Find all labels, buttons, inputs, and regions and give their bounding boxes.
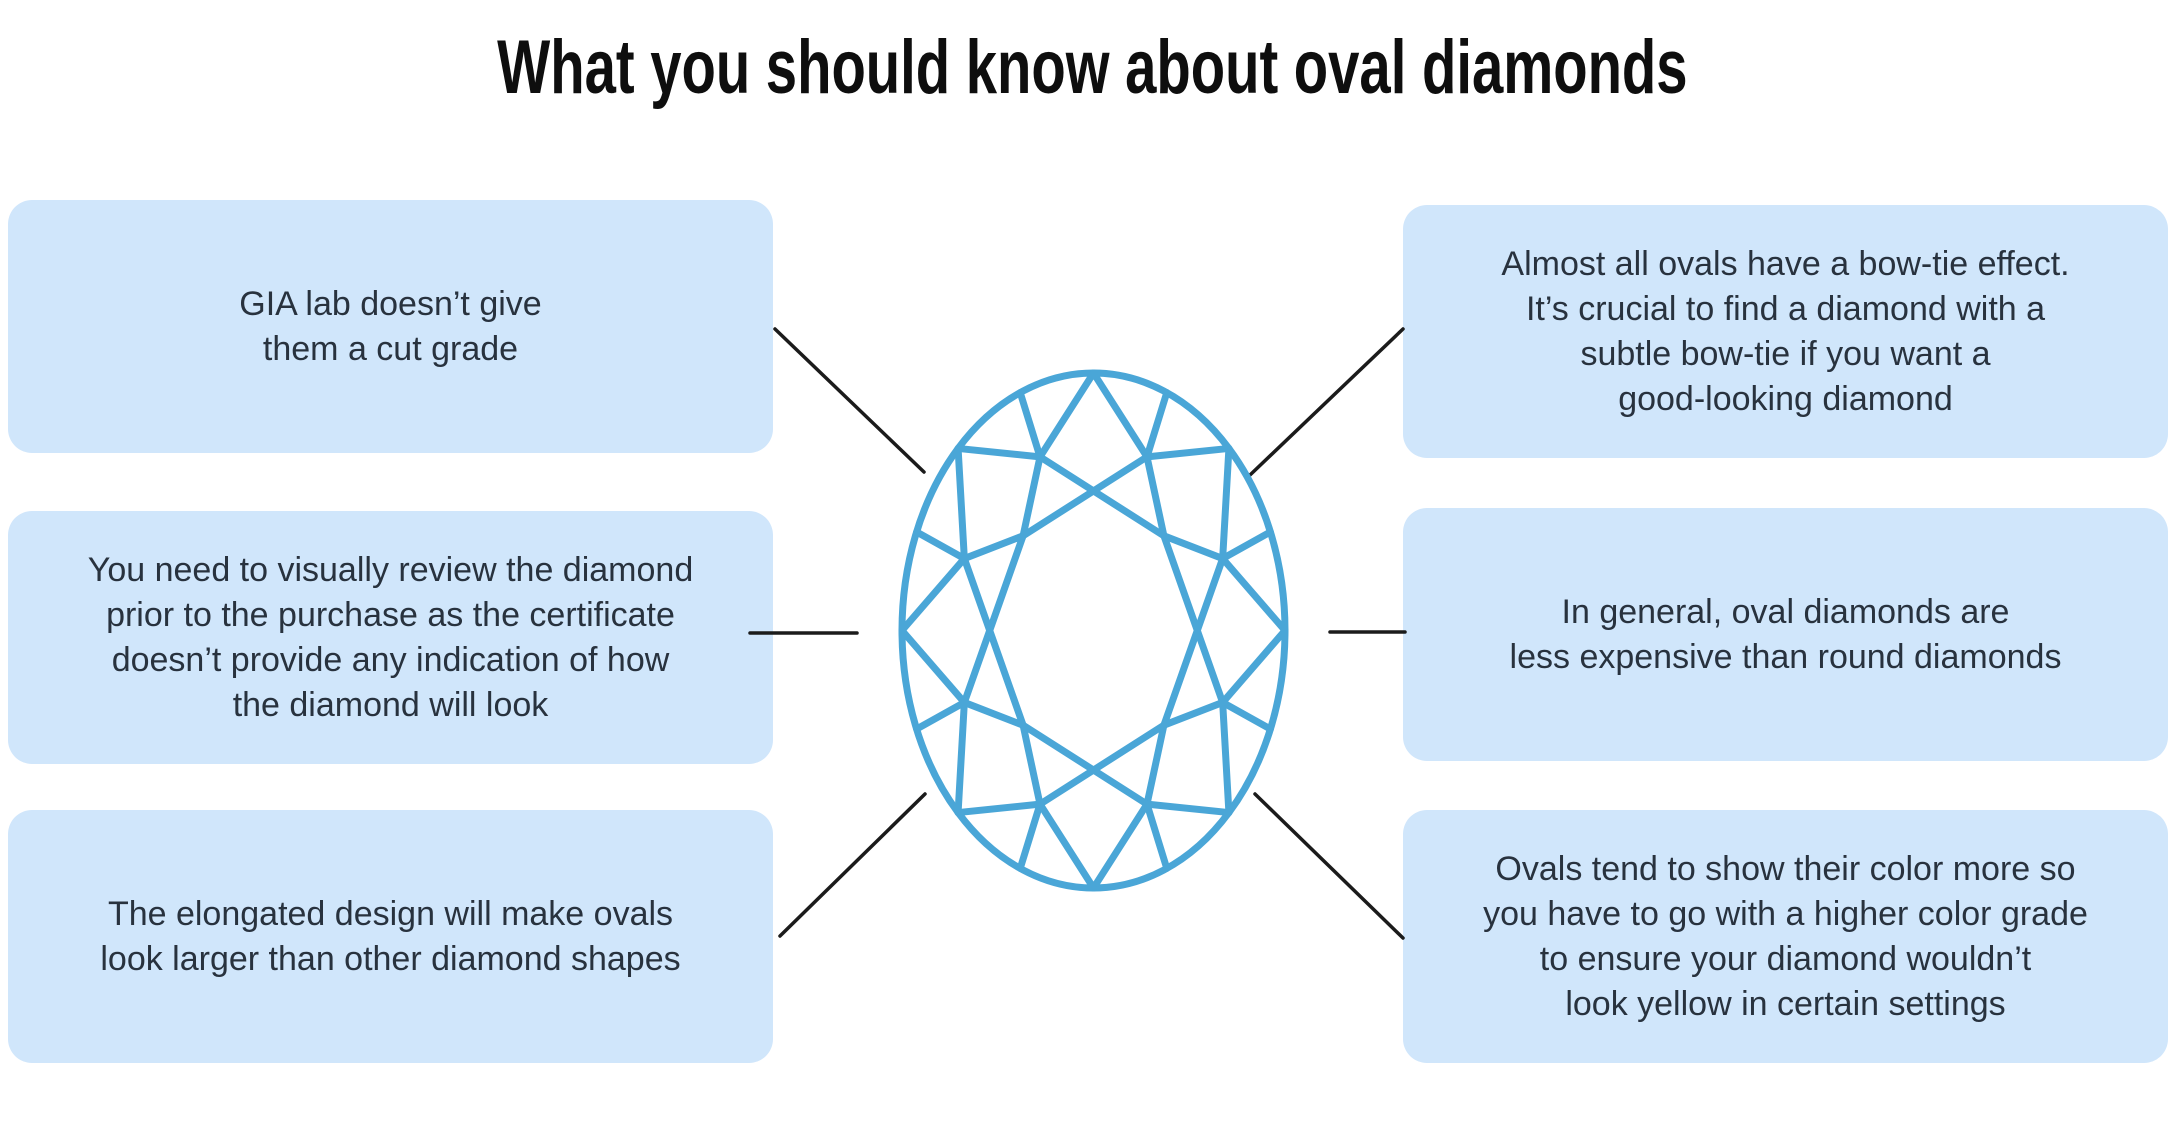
page-title: What you should know about oval diamonds xyxy=(0,30,2184,106)
fact-text: Ovals tend to show their color more so y… xyxy=(1483,849,2088,1023)
page-title-text: What you should know about oval diamonds xyxy=(496,25,1688,110)
fact-text: In general, oval diamonds are less expen… xyxy=(1509,592,2062,676)
oval-diamond-icon xyxy=(898,369,1289,892)
fact-box-left-top: GIA lab doesn’t give them a cut grade xyxy=(8,200,773,453)
fact-text: The elongated design will make ovals loo… xyxy=(100,894,681,978)
fact-text: You need to visually review the diamond … xyxy=(87,550,694,724)
fact-box-right-middle: In general, oval diamonds are less expen… xyxy=(1403,508,2168,761)
fact-text: Almost all ovals have a bow-tie effect. … xyxy=(1501,244,2070,418)
fact-box-right-top: Almost all ovals have a bow-tie effect. … xyxy=(1403,205,2168,458)
connector-lines xyxy=(748,327,1407,940)
fact-box-left-bottom: The elongated design will make ovals loo… xyxy=(8,810,773,1063)
fact-text: GIA lab doesn’t give them a cut grade xyxy=(239,284,542,368)
fact-box-right-bottom: Ovals tend to show their color more so y… xyxy=(1403,810,2168,1063)
fact-box-left-middle: You need to visually review the diamond … xyxy=(8,511,773,764)
